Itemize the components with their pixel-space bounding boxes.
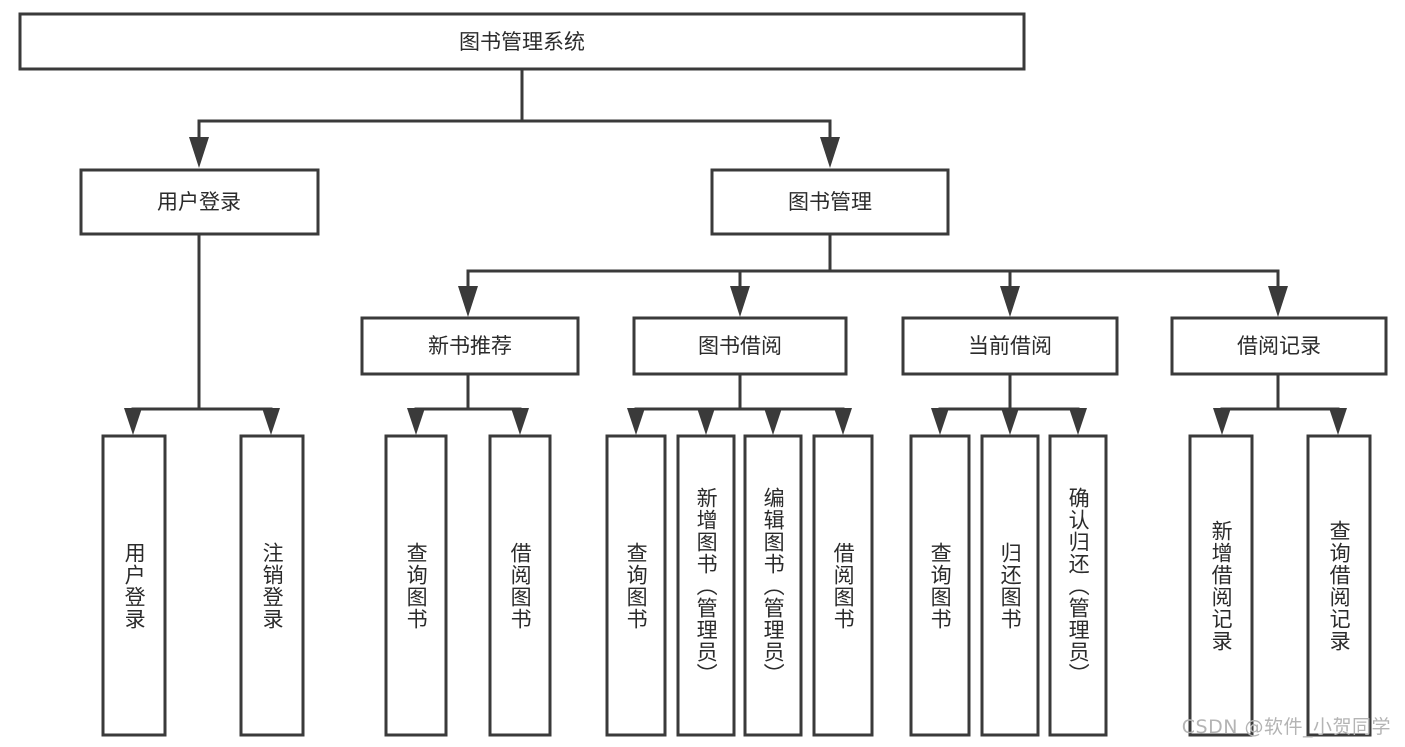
arrowhead-leaf-c2 — [1001, 408, 1019, 435]
leaf-box-r-add[interactable] — [1188, 434, 1254, 737]
node-records-box[interactable] — [1170, 316, 1388, 376]
leaf-box-b-add[interactable] — [676, 434, 736, 737]
arrowhead-leaf-b2 — [697, 408, 715, 435]
arrowhead-leaf-user-login — [124, 408, 142, 435]
node-borrow-label: 图书借阅 — [698, 334, 782, 358]
arrowhead-leaf-b3 — [764, 408, 782, 435]
node-current-box[interactable] — [901, 316, 1119, 376]
arrowhead-leaf-r1 — [1213, 408, 1231, 435]
leaf-box-nb-query[interactable] — [384, 434, 448, 737]
leaf-box-c-confirm[interactable] — [1048, 434, 1108, 737]
node-user-login-label: 用户登录 — [157, 190, 241, 214]
leaf-box-c-return[interactable] — [980, 434, 1040, 737]
arrowhead-leaf-b1 — [627, 408, 645, 435]
arrowhead-records — [1268, 286, 1288, 317]
arrowhead-borrow — [730, 286, 750, 317]
leaf-box-r-query[interactable] — [1306, 434, 1372, 737]
leaf-box-nb-borrow[interactable] — [488, 434, 552, 737]
watermark-text: CSDN @软件_小贺同学 — [1181, 716, 1391, 738]
leaf-box-logout[interactable] — [239, 434, 305, 737]
node-book-mgmt-label: 图书管理 — [788, 190, 872, 214]
arrowhead-leaf-c3 — [1069, 408, 1087, 435]
node-user-login-box[interactable] — [79, 168, 320, 236]
arrowhead-leaf-nb1 — [407, 408, 425, 435]
node-layer: 图书管理系统 用户登录 图书管理 新书推荐 图书借阅 当前借阅 借阅记录 — [18, 12, 1388, 737]
arrowhead-current — [1000, 286, 1020, 317]
node-records-label: 借阅记录 — [1237, 334, 1321, 358]
node-new-books-label: 新书推荐 — [428, 334, 512, 358]
arrowhead-leaf-r2 — [1329, 408, 1347, 435]
arrowhead-leaf-logout — [262, 408, 280, 435]
connector-layer — [124, 67, 1347, 435]
leaf-box-c-query[interactable] — [909, 434, 971, 737]
arrowhead-leaf-b4 — [834, 408, 852, 435]
arrowhead-new-books — [458, 286, 478, 317]
leaf-box-b-borrow[interactable] — [812, 434, 874, 737]
leaf-box-b-edit[interactable] — [743, 434, 803, 737]
leaf-box-user-login[interactable] — [101, 434, 167, 737]
arrowhead-book-mgmt — [820, 137, 840, 168]
node-borrow-box[interactable] — [632, 316, 848, 376]
arrowhead-leaf-c1 — [931, 408, 949, 435]
node-current-label: 当前借阅 — [968, 334, 1052, 358]
node-book-mgmt-box[interactable] — [710, 168, 950, 236]
node-new-books-box[interactable] — [360, 316, 580, 376]
arrowhead-leaf-nb2 — [511, 408, 529, 435]
leaf-box-b-query[interactable] — [605, 434, 667, 737]
arrowhead-user-login — [189, 137, 209, 168]
node-root-label: 图书管理系统 — [459, 30, 585, 54]
node-root-box[interactable] — [18, 12, 1026, 71]
